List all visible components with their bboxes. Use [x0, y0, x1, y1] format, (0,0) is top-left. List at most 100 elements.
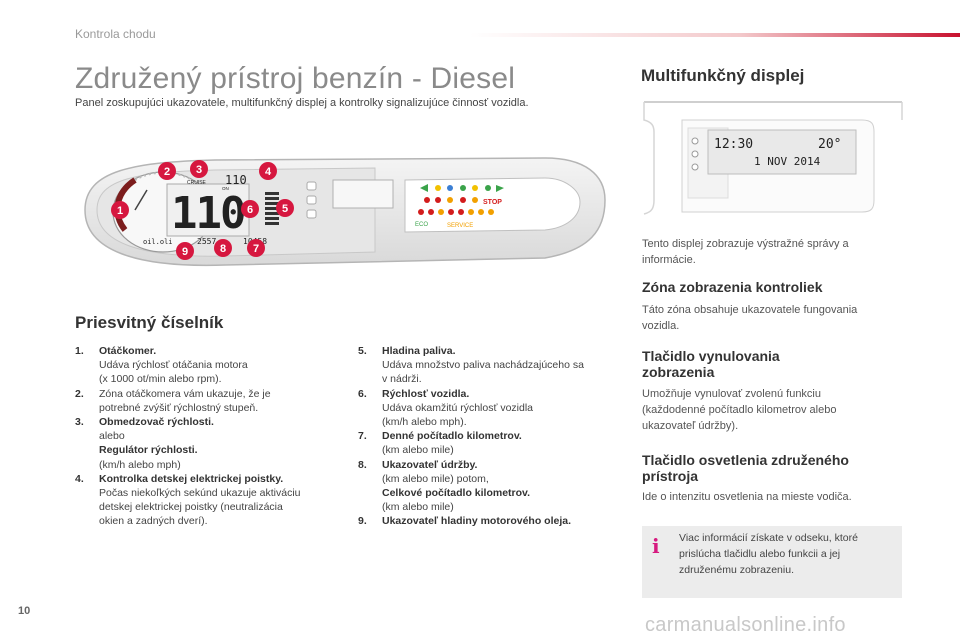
- callout-6: 6: [241, 200, 259, 218]
- item-number: 9.: [358, 515, 367, 528]
- heading-line: zobrazenia: [642, 364, 715, 380]
- callout-7: 7: [247, 239, 265, 257]
- text-line: Ide o intenzitu osvetlenia na mieste vod…: [642, 491, 852, 503]
- info-line: prislúcha tlačidlu alebo funkcii a jej: [679, 548, 841, 560]
- info-text: Viac informácií získate v odseku, ktoré …: [679, 530, 895, 578]
- fuel-bar-gauge: [265, 192, 279, 225]
- screen-time: 12:30: [714, 137, 753, 152]
- item-title: Ukazovateľ údržby.: [382, 458, 478, 471]
- reset-button-heading: Tlačidlo vynulovania zobrazenia: [642, 348, 902, 380]
- cluster-cruise-label: CRUISE: [187, 180, 207, 186]
- screen-temperature: 20°: [818, 137, 841, 152]
- svg-text:4: 4: [265, 166, 272, 178]
- header-accent-bar: [470, 33, 960, 37]
- item-number: 2.: [75, 387, 84, 400]
- info-box: [642, 526, 902, 598]
- item-text: potrebné zvýšiť rýchlostný stupeň.: [99, 401, 259, 414]
- callout-1: 1: [111, 201, 129, 219]
- item-text: v nádrži.: [382, 373, 422, 386]
- svg-text:1: 1: [117, 205, 123, 217]
- heading-line: prístroja: [642, 468, 699, 484]
- item-text: (km alebo mile): [382, 501, 454, 514]
- item-title: Hladina paliva.: [382, 345, 456, 357]
- description-line: informácie.: [642, 254, 696, 266]
- cluster-oil-label: oil.oli: [143, 238, 173, 246]
- header-title: Kontrola chodu: [75, 27, 156, 41]
- callout-5: 5: [276, 199, 294, 217]
- info-line: združenému zobrazeniu.: [679, 564, 794, 576]
- svg-text:8: 8: [220, 243, 226, 255]
- item-text: (km/h alebo mph): [99, 458, 181, 471]
- multifunction-heading: Multifunkčný displej: [641, 66, 805, 85]
- indicator-zone-text: Táto zóna obsahuje ukazovatele fungovani…: [642, 302, 902, 334]
- info-icon: i: [652, 534, 660, 558]
- legend-list-left: 1. Otáčkomer. Udáva rýchlosť otáčania mo…: [75, 344, 345, 529]
- text-line: (každodenné počítadlo kilometrov alebo: [642, 404, 837, 416]
- item-number: 3.: [75, 416, 84, 429]
- cluster-on-label: ON: [222, 186, 229, 191]
- screen-date: 1 NOV 2014: [754, 155, 821, 168]
- list-item: 5. Hladina paliva. Udáva množstvo paliva…: [358, 344, 628, 387]
- instrument-cluster-illustration: 110 CRUISE 110 ON 2557 10458 oil.oli STO…: [84, 157, 606, 267]
- callout-8: 8: [214, 239, 232, 257]
- item-title: Kontrolka detskej elektrickej poistky.: [99, 472, 284, 485]
- callout-2: 2: [158, 162, 176, 180]
- list-item: 9. Ukazovateľ hladiny motorového oleja.: [358, 514, 628, 528]
- list-item: 4. Kontrolka detskej elektrickej poistky…: [75, 472, 345, 529]
- list-item: 7. Denné počítadlo kilometrov. (km alebo…: [358, 429, 628, 457]
- page-title: Združený prístroj benzín - Diesel: [75, 62, 516, 95]
- callout-9: 9: [176, 242, 194, 260]
- item-text: (x 1000 ot/min alebo rpm).: [99, 373, 222, 386]
- lighting-button-heading: Tlačidlo osvetlenia združeného prístroja: [642, 452, 902, 484]
- transparent-dial-heading: Priesvitný číselník: [75, 313, 224, 332]
- item-title: Ukazovateľ hladiny motorového oleja.: [382, 515, 572, 528]
- item-title: Celkové počítadlo kilometrov.: [382, 487, 531, 500]
- item-number: 6.: [358, 387, 367, 400]
- page-number: 10: [18, 605, 31, 617]
- svg-text:9: 9: [182, 246, 188, 258]
- item-number: 7.: [358, 430, 367, 443]
- item-text: Udáva množstvo paliva nachádzajúceho sa: [382, 359, 584, 372]
- svg-text:5: 5: [282, 203, 288, 215]
- text-line: Táto zóna obsahuje ukazovatele fungovani…: [642, 304, 858, 316]
- list-item: 6. Rýchlosť vozidla. Udáva okamžitú rých…: [358, 387, 628, 430]
- lighting-button-text: Ide o intenzitu osvetlenia na mieste vod…: [642, 489, 902, 505]
- watermark: carmanualsonline.info: [645, 614, 846, 636]
- cluster-speed-digits: 110: [171, 188, 244, 239]
- item-text: Udáva rýchlosť otáčania motora: [99, 359, 248, 372]
- item-text: Zóna otáčkomera vám ukazuje, že je: [99, 387, 271, 400]
- item-text: detskej elektrickej poistky (neutralizác…: [99, 501, 283, 514]
- list-item: 3. Obmedzovač rýchlosti. alebo Regulátor…: [75, 415, 345, 472]
- item-title: Denné počítadlo kilometrov.: [382, 430, 522, 443]
- svg-text:3: 3: [196, 164, 202, 176]
- item-title: Regulátor rýchlosti.: [99, 444, 198, 457]
- eco-label: ECO: [415, 222, 428, 228]
- reset-button-text: Umožňuje vynulovať zvolenú funkciu (každ…: [642, 386, 902, 434]
- text-line: ukazovateľ údržby).: [642, 420, 739, 432]
- item-title: Rýchlosť vozidla.: [382, 387, 470, 400]
- heading-line: Zóna zobrazenia kontroliek: [642, 279, 823, 295]
- item-number: 5.: [358, 345, 367, 357]
- page-subtitle: Panel zoskupujúci ukazovatele, multifunk…: [75, 97, 529, 109]
- item-number: 1.: [75, 345, 84, 357]
- svg-text:6: 6: [247, 204, 253, 216]
- heading-line: Tlačidlo osvetlenia združeného: [642, 452, 849, 468]
- cluster-cruise-value: 110: [225, 173, 247, 187]
- multifunction-description: Tento displej zobrazuje výstražné správy…: [642, 236, 902, 268]
- cluster-odo-left: 2557: [197, 237, 216, 246]
- item-text: (km alebo mile) potom,: [382, 472, 489, 485]
- svg-text:7: 7: [253, 243, 259, 255]
- heading-line: Tlačidlo vynulovania: [642, 348, 780, 364]
- item-text: Počas niekoľkých sekúnd ukazuje aktiváci…: [99, 487, 301, 500]
- callout-4: 4: [259, 162, 277, 180]
- svg-text:2: 2: [164, 166, 170, 178]
- item-text: alebo: [99, 430, 125, 443]
- item-number: 8.: [358, 458, 367, 471]
- item-text: (km alebo mile): [382, 444, 454, 457]
- item-title: Obmedzovač rýchlosti.: [99, 416, 214, 429]
- callout-3: 3: [190, 160, 208, 178]
- text-line: Umožňuje vynulovať zvolenú funkciu: [642, 388, 821, 400]
- multifunction-display-illustration: 12:30 20° 1 NOV 2014: [643, 101, 903, 215]
- item-number: 4.: [75, 472, 84, 485]
- item-text: (km/h alebo mph).: [382, 416, 467, 429]
